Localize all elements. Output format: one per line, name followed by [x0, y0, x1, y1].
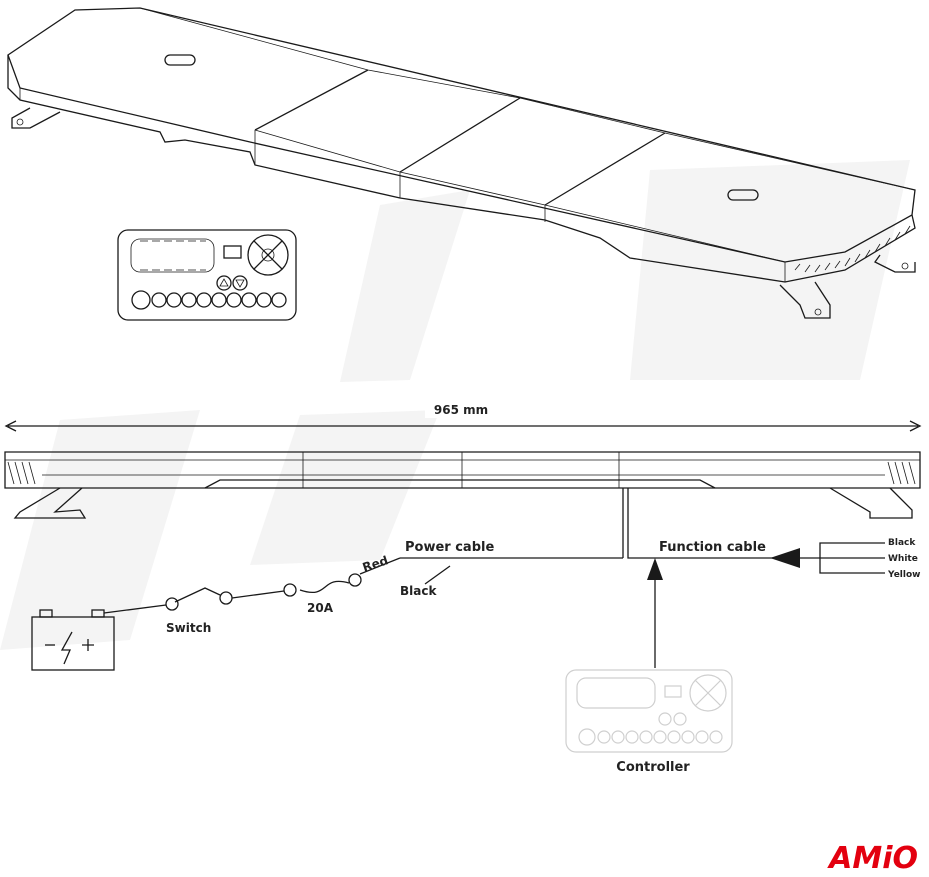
- wire-label-black: Black: [888, 538, 916, 548]
- wire-label-yellow: Yellow: [887, 570, 920, 580]
- power-cable-label: Power cable: [405, 540, 494, 555]
- amio-logo: AMiO: [827, 841, 918, 876]
- dimension-line: 965 mm: [4, 402, 922, 432]
- battery-icon: [31, 609, 115, 671]
- controller-label: Controller: [616, 760, 690, 775]
- fuse-label: 20A: [307, 601, 334, 615]
- switch-label: Switch: [166, 621, 211, 635]
- wiring-diagram: Power cable Red Black 20A Switch Functio…: [31, 488, 920, 671]
- brand-logo: AMiO: [827, 841, 918, 876]
- controller-panel: [117, 229, 297, 321]
- dimension-label: 965 mm: [434, 403, 488, 417]
- black-wire-label: Black: [400, 584, 437, 598]
- controller-faded: Controller: [565, 669, 733, 775]
- function-cable-label: Function cable: [659, 540, 766, 555]
- lightbar-side: [4, 451, 921, 519]
- lightbar-isometric: [7, 7, 916, 319]
- wire-label-white: White: [888, 554, 918, 564]
